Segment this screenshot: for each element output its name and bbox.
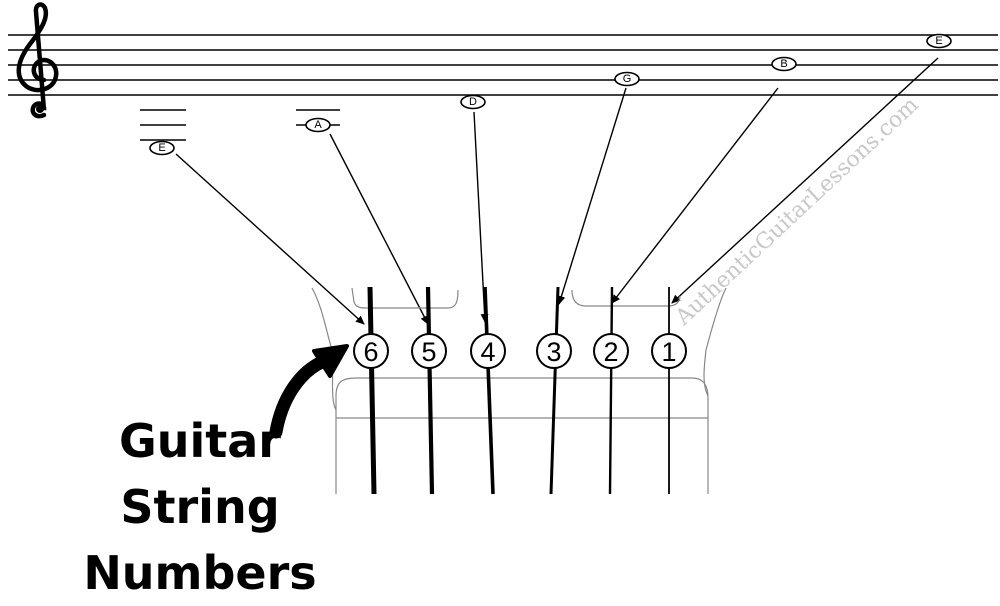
arrow-g3: [557, 87, 627, 305]
note-letter: A: [314, 119, 322, 131]
string-number-5: 5: [411, 333, 447, 369]
note-a: A: [305, 117, 331, 133]
curved-pointer-arrow: [269, 344, 349, 439]
note-letter: E: [935, 35, 942, 47]
guitar-string-diagram: E A D G B E: [8, 2, 998, 495]
string-6: [367, 286, 377, 495]
string-number-3: 3: [536, 333, 572, 369]
music-staff: [8, 34, 998, 96]
caption-guitar-string-numbers: Guitar String Numbers: [40, 408, 360, 606]
string-number-label: 1: [661, 337, 676, 367]
note-arrows: [175, 57, 939, 325]
arrow-e6: [175, 153, 365, 325]
caption-line: Numbers: [83, 546, 317, 600]
note-letter: D: [469, 96, 477, 108]
string-number-label: 5: [421, 337, 436, 367]
string-number-2: 2: [593, 333, 629, 369]
note-high-e: E: [926, 33, 952, 49]
note-low-e: E: [149, 140, 175, 156]
guitar-strings: [367, 286, 670, 495]
arrow-e1: [671, 57, 939, 304]
string-number-label: 2: [603, 337, 618, 367]
arrow-a5: [329, 133, 429, 325]
arrow-d4: [473, 111, 489, 323]
caption-line: Guitar: [119, 414, 281, 468]
string-3: [549, 286, 560, 495]
string-number-label: 4: [480, 337, 495, 367]
string-number-label: 6: [363, 337, 378, 367]
string-4: [483, 286, 495, 495]
string-number-4: 4: [470, 333, 506, 369]
note-d: D: [460, 94, 486, 110]
note-b: B: [771, 56, 797, 72]
note-g: G: [614, 71, 640, 87]
string-5: [425, 286, 435, 495]
guitar-neck-outline: [311, 287, 727, 494]
string-number-1: 1: [651, 333, 687, 369]
treble-clef-icon: [16, 2, 59, 119]
string-2: [608, 286, 614, 495]
caption-line: String: [120, 480, 280, 534]
watermark-text: AuthenticGuitarLessons.com: [670, 92, 923, 331]
note-letter: G: [623, 73, 632, 85]
string-number-label: 3: [546, 337, 561, 367]
note-letter: E: [158, 142, 165, 154]
arrow-b2: [611, 87, 779, 304]
string-number-6: 6: [353, 333, 389, 369]
note-letter: B: [780, 58, 787, 70]
